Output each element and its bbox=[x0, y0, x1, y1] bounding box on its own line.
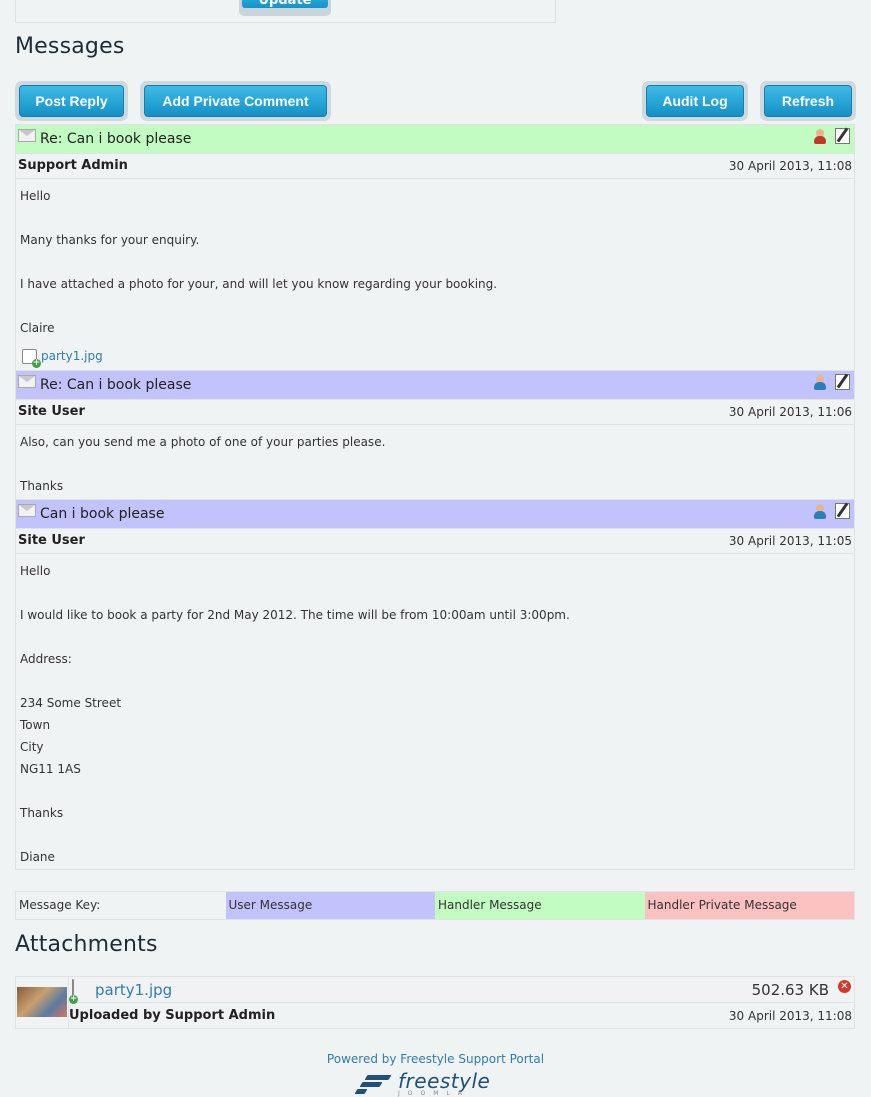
message-author: Site User bbox=[18, 404, 85, 419]
message-line: Also, can you send me a photo of one of … bbox=[20, 435, 386, 449]
message-subject: Re: Can i book please bbox=[40, 131, 192, 147]
message-item: Re: Can i book please Support Admin 30 A… bbox=[15, 124, 855, 371]
message-body: Hello Many thanks for your enquiry. I ha… bbox=[16, 179, 854, 343]
add-private-comment-button[interactable]: Add Private Comment bbox=[140, 81, 331, 121]
message-author: Site User bbox=[18, 533, 85, 548]
message-header: Re: Can i book please bbox=[16, 125, 854, 154]
message-subject: Re: Can i book please bbox=[40, 377, 192, 393]
message-line: Thanks bbox=[20, 806, 64, 820]
message-line bbox=[20, 670, 850, 692]
logo-subtext: JOOMLA bbox=[398, 1090, 470, 1097]
message-date: 30 April 2013, 11:05 bbox=[728, 534, 852, 548]
message-line: Claire bbox=[20, 321, 55, 335]
message-line: I would like to book a party for 2nd May… bbox=[20, 608, 570, 622]
edit-icon[interactable] bbox=[835, 374, 850, 390]
message-item: Can i book please Site User 30 April 201… bbox=[15, 499, 855, 870]
messages-heading: Messages bbox=[15, 34, 125, 59]
message-line: Hello bbox=[20, 564, 51, 578]
envelope-icon bbox=[18, 375, 36, 388]
message-line: 234 Some Street bbox=[20, 696, 122, 710]
attachment-filename[interactable]: party1.jpg bbox=[95, 981, 173, 999]
message-line bbox=[20, 824, 850, 846]
divider bbox=[68, 977, 69, 1028]
message-line: Town bbox=[20, 718, 51, 732]
attachments-heading: Attachments bbox=[15, 932, 158, 957]
logo-mark-icon bbox=[354, 1073, 392, 1095]
message-line: Thanks bbox=[20, 479, 64, 493]
message-key-private: Handler Private Message bbox=[644, 892, 854, 919]
delete-icon[interactable]: ✕ bbox=[838, 980, 851, 993]
message-line bbox=[20, 626, 850, 648]
file-icon bbox=[72, 979, 90, 1000]
audit-log-button[interactable]: Audit Log bbox=[642, 81, 748, 121]
message-line bbox=[20, 295, 850, 317]
message-key-handler: Handler Message bbox=[435, 892, 645, 919]
message-date: 30 April 2013, 11:06 bbox=[728, 405, 852, 419]
message-line: I have attached a photo for your, and wi… bbox=[20, 277, 498, 291]
message-header: Re: Can i book please bbox=[16, 371, 854, 400]
envelope-icon bbox=[18, 129, 36, 142]
edit-icon[interactable] bbox=[835, 503, 850, 519]
attachment-thumbnail[interactable] bbox=[17, 987, 67, 1017]
post-reply-button[interactable]: Post Reply bbox=[15, 81, 128, 121]
message-line bbox=[20, 207, 850, 229]
update-button[interactable]: Update bbox=[239, 0, 331, 16]
message-line bbox=[20, 453, 850, 475]
powered-by-link[interactable]: Powered by Freestyle Support Portal bbox=[326, 1052, 545, 1066]
message-line: City bbox=[20, 740, 44, 754]
message-line: Many thanks for your enquiry. bbox=[20, 233, 200, 247]
handler-user-icon bbox=[813, 129, 827, 145]
file-icon bbox=[22, 348, 41, 368]
ticket-details-panel bbox=[15, 0, 556, 23]
attachment-uploader: Uploaded by Support Admin bbox=[69, 1008, 276, 1023]
message-date: 30 April 2013, 11:08 bbox=[728, 159, 852, 173]
message-key-user: User Message bbox=[225, 892, 435, 919]
message-line: NG11 1AS bbox=[20, 762, 81, 776]
message-meta: Support Admin 30 April 2013, 11:08 bbox=[16, 154, 854, 179]
edit-icon[interactable] bbox=[835, 128, 850, 144]
site-user-icon bbox=[813, 375, 827, 391]
message-key-label: Message Key: bbox=[19, 898, 101, 912]
message-line bbox=[20, 780, 850, 802]
attachment-row: party1.jpg 502.63 KB ✕ Uploaded by Suppo… bbox=[15, 976, 855, 1029]
message-line: Address: bbox=[20, 652, 72, 666]
message-item: Re: Can i book please Site User 30 April… bbox=[15, 370, 855, 500]
message-line bbox=[20, 582, 850, 604]
message-meta: Site User 30 April 2013, 11:06 bbox=[16, 400, 854, 425]
message-author: Support Admin bbox=[18, 158, 128, 173]
logo-text: freestyle bbox=[398, 1069, 491, 1093]
attachment-size: 502.63 KB bbox=[751, 981, 829, 999]
message-header: Can i book please bbox=[16, 500, 854, 529]
freestyle-logo[interactable]: freestyle JOOMLA bbox=[352, 1069, 517, 1097]
message-subject: Can i book please bbox=[40, 506, 165, 522]
attachment-header: party1.jpg 502.63 KB ✕ bbox=[69, 977, 854, 1003]
attachment-filename[interactable]: party1.jpg bbox=[41, 349, 103, 363]
refresh-button[interactable]: Refresh bbox=[760, 81, 856, 121]
message-attachment-link[interactable]: party1.jpg bbox=[16, 343, 854, 369]
envelope-icon bbox=[18, 504, 36, 517]
message-body: Hello I would like to book a party for 2… bbox=[16, 554, 854, 872]
message-line bbox=[20, 251, 850, 273]
message-meta: Site User 30 April 2013, 11:05 bbox=[16, 529, 854, 554]
site-user-icon bbox=[813, 504, 827, 520]
message-line: Diane bbox=[20, 850, 55, 864]
message-body: Also, can you send me a photo of one of … bbox=[16, 425, 854, 501]
message-key: Message Key: User Message Handler Messag… bbox=[15, 891, 855, 920]
attachment-date: 30 April 2013, 11:08 bbox=[728, 1009, 852, 1023]
message-line: Hello bbox=[20, 189, 51, 203]
